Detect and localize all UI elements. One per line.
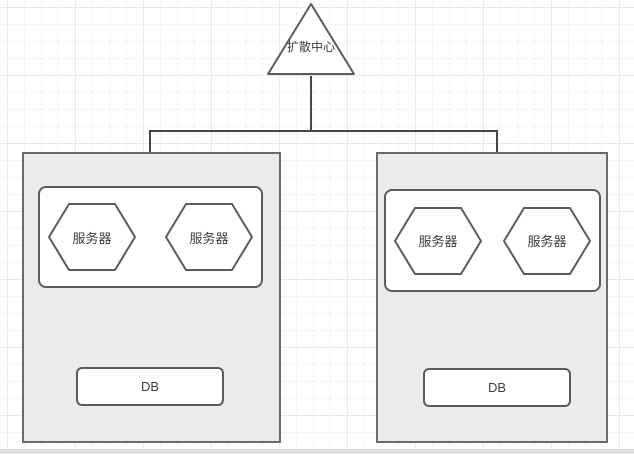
hexagon-shape [165,203,253,271]
zone-container-right[interactable]: 服务器 服务器 DB [376,152,608,443]
triangle-shape [267,3,355,75]
zone-container-left[interactable]: 服务器 服务器 DB [22,152,281,443]
server-group-right[interactable]: 服务器 服务器 [384,189,601,292]
db-node[interactable]: DB [76,367,224,406]
server-node-label: 服务器 [189,230,229,246]
server-node[interactable]: 服务器 [48,202,136,272]
canvas-bottom-edge [0,449,634,454]
server-node-label: 服务器 [72,230,112,246]
db-node-label: DB [487,380,507,395]
hexagon-shape [394,206,482,275]
root-triangle-node[interactable]: 扩散中心 [266,2,356,76]
server-node[interactable]: 服务器 [165,202,253,272]
hexagon-shape [503,206,591,275]
hexagon-shape [48,203,136,271]
server-node[interactable]: 服务器 [394,206,482,276]
server-node-label: 服务器 [527,234,567,249]
db-node[interactable]: DB [423,368,571,407]
db-node-label: DB [140,379,160,394]
server-group-left[interactable]: 服务器 服务器 [38,186,263,288]
server-node[interactable]: 服务器 [503,206,591,276]
root-node-label: 扩散中心 [286,40,335,54]
server-node-label: 服务器 [418,234,458,249]
